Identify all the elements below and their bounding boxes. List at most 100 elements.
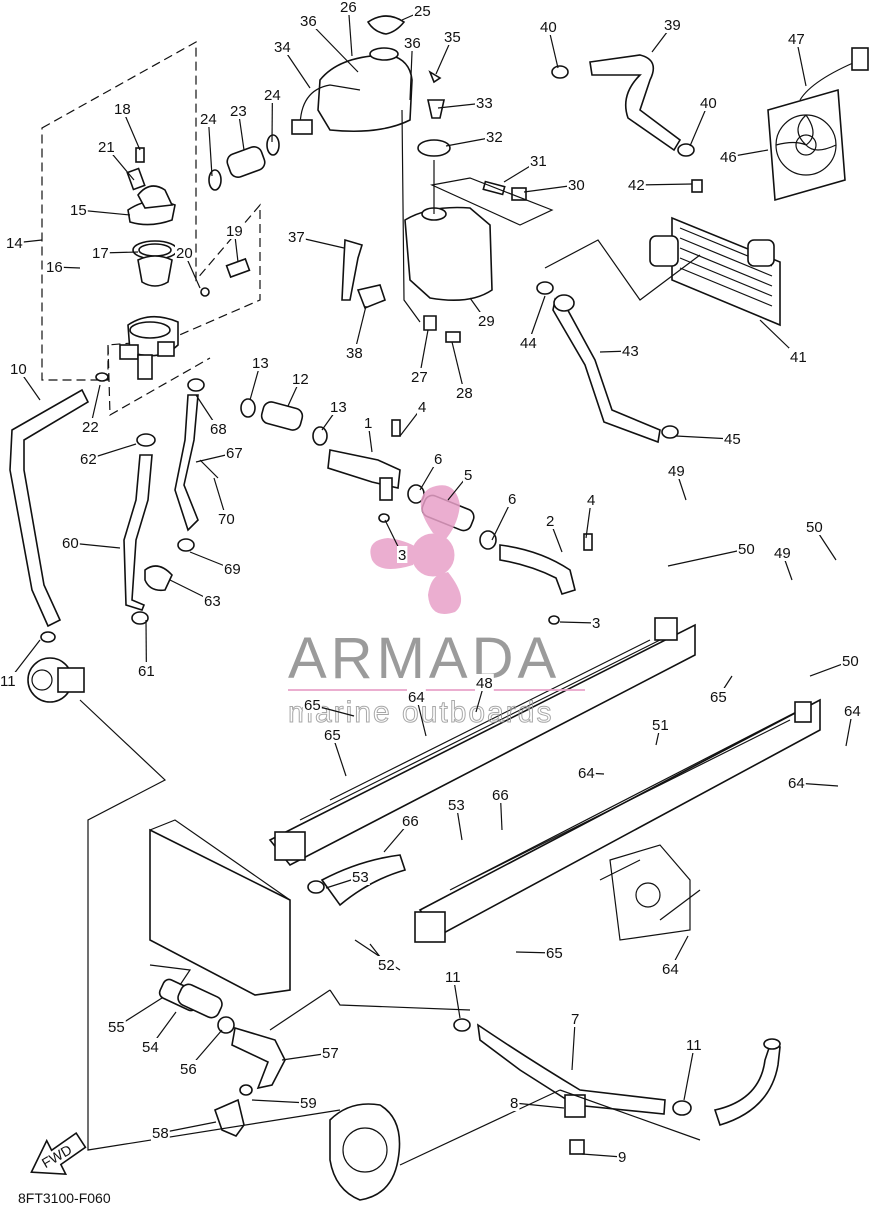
part-number-label: 30 bbox=[568, 177, 585, 194]
part-number-label: 62 bbox=[80, 451, 97, 468]
callout-c8: 8 bbox=[509, 1094, 565, 1112]
callout-leader bbox=[307, 20, 359, 73]
callout-c18: 18 bbox=[113, 100, 141, 151]
part-number-label: 14 bbox=[6, 235, 23, 252]
part-number-label: 4 bbox=[587, 492, 595, 509]
callout-c65c: 65 bbox=[709, 675, 733, 706]
callout-c64d: 64 bbox=[787, 774, 839, 792]
part-number-label: 67 bbox=[226, 445, 243, 462]
part-number-label: 60 bbox=[62, 535, 79, 552]
part-number-label: 1 bbox=[364, 415, 372, 432]
callout-c50c: 50 bbox=[809, 652, 860, 677]
callout-c6a: 6 bbox=[419, 450, 444, 491]
part-number-label: 58 bbox=[152, 1125, 169, 1142]
callout-leader bbox=[581, 1153, 623, 1158]
part-number-label: 38 bbox=[346, 345, 363, 362]
callout-c46: 46 bbox=[719, 148, 769, 166]
part-number-label: 3 bbox=[592, 615, 600, 632]
upper-hoses bbox=[536, 54, 695, 444]
part-number-label: 10 bbox=[10, 361, 27, 378]
part-number-label: 11 bbox=[0, 673, 16, 690]
callout-c52: 52 bbox=[369, 943, 396, 974]
part-number-label: 3 bbox=[398, 547, 406, 564]
callout-c40b: 40 bbox=[689, 94, 718, 147]
callout-c4b: 4 bbox=[585, 491, 597, 539]
part-number-label: 56 bbox=[180, 1061, 197, 1078]
part-number-label: 2 bbox=[546, 513, 554, 530]
part-number-label: 50 bbox=[806, 519, 823, 536]
callout-leader bbox=[559, 621, 597, 624]
part-number-label: 24 bbox=[200, 111, 217, 128]
part-number-label: 28 bbox=[456, 385, 473, 402]
part-number-label: 36 bbox=[300, 13, 317, 30]
part-number-label: 40 bbox=[700, 95, 717, 112]
part-number-label: 8 bbox=[510, 1095, 518, 1112]
callout-c25: 25 bbox=[401, 2, 432, 21]
part-number-label: 55 bbox=[108, 1019, 125, 1036]
part-number-label: 64 bbox=[844, 703, 861, 720]
callout-c28: 28 bbox=[451, 341, 474, 402]
callout-c64c: 64 bbox=[843, 702, 862, 747]
callout-c21: 21 bbox=[97, 138, 135, 181]
callout-c57: 57 bbox=[281, 1044, 340, 1062]
part-number-label: 64 bbox=[408, 689, 425, 706]
part-number-label: 66 bbox=[492, 787, 509, 804]
callout-leader bbox=[347, 6, 353, 57]
callout-c24b: 24 bbox=[263, 86, 282, 143]
callout-c70: 70 bbox=[213, 477, 236, 528]
callout-c50a: 50 bbox=[667, 540, 756, 567]
callout-c38: 38 bbox=[345, 305, 367, 362]
part-number-label: 44 bbox=[520, 335, 537, 352]
armada-watermark: ARMADA marine outboards bbox=[288, 485, 585, 730]
callout-c30: 30 bbox=[523, 176, 586, 194]
part-number-label: 43 bbox=[622, 343, 639, 360]
callout-c66b: 66 bbox=[383, 812, 420, 853]
callout-c44: 44 bbox=[519, 295, 546, 352]
callout-c7: 7 bbox=[570, 1010, 581, 1071]
part-number-label: 15 bbox=[70, 202, 87, 219]
callout-c42: 42 bbox=[627, 176, 693, 194]
callout-c48: 48 bbox=[475, 674, 494, 713]
part-number-label: 64 bbox=[578, 765, 595, 782]
callout-leader bbox=[683, 1044, 695, 1101]
part-number-label: 6 bbox=[508, 491, 516, 508]
part-number-label: 22 bbox=[82, 419, 99, 436]
part-number-label: 36 bbox=[404, 35, 421, 52]
part-number-label: 49 bbox=[774, 545, 791, 562]
part-number-label: 65 bbox=[710, 689, 727, 706]
callout-c40a: 40 bbox=[539, 18, 559, 69]
part-number-label: 66 bbox=[402, 813, 419, 830]
callout-leader bbox=[571, 1018, 576, 1071]
callout-c43: 43 bbox=[599, 342, 640, 360]
callout-c49b: 49 bbox=[773, 544, 793, 581]
callout-c3b: 3 bbox=[559, 614, 602, 632]
part-number-label: 49 bbox=[668, 463, 685, 480]
callout-c11c: 11 bbox=[683, 1036, 704, 1101]
part-number-label: 11 bbox=[686, 1037, 702, 1054]
part-number-label: 48 bbox=[476, 675, 493, 692]
callout-c33: 33 bbox=[437, 94, 494, 112]
part-number-label: 32 bbox=[486, 129, 503, 146]
callout-c16: 16 bbox=[45, 258, 81, 276]
part-number-label: 12 bbox=[292, 371, 309, 388]
callout-c29: 29 bbox=[469, 297, 496, 330]
part-number-label: 65 bbox=[324, 727, 341, 744]
part-number-label: 6 bbox=[434, 451, 442, 468]
thermostat-housing-group bbox=[95, 147, 251, 382]
part-number-label: 35 bbox=[444, 29, 461, 46]
forward-arrow-icon: FWD bbox=[30, 1131, 87, 1176]
callout-c5: 5 bbox=[447, 466, 474, 501]
callout-c1: 1 bbox=[363, 414, 374, 453]
part-number-label: 45 bbox=[724, 431, 741, 448]
watermark-brand: ARMADA bbox=[288, 626, 560, 691]
lower-block bbox=[149, 819, 781, 1201]
callout-c41: 41 bbox=[759, 319, 808, 366]
part-number-label: 41 bbox=[790, 349, 807, 366]
callout-leader bbox=[514, 1102, 565, 1109]
part-number-label: 7 bbox=[571, 1011, 579, 1028]
thermostat-assembly-boundary bbox=[41, 40, 261, 417]
callout-c60: 60 bbox=[61, 534, 121, 552]
part-number-label: 23 bbox=[230, 103, 247, 120]
callout-c54: 54 bbox=[141, 1011, 177, 1056]
